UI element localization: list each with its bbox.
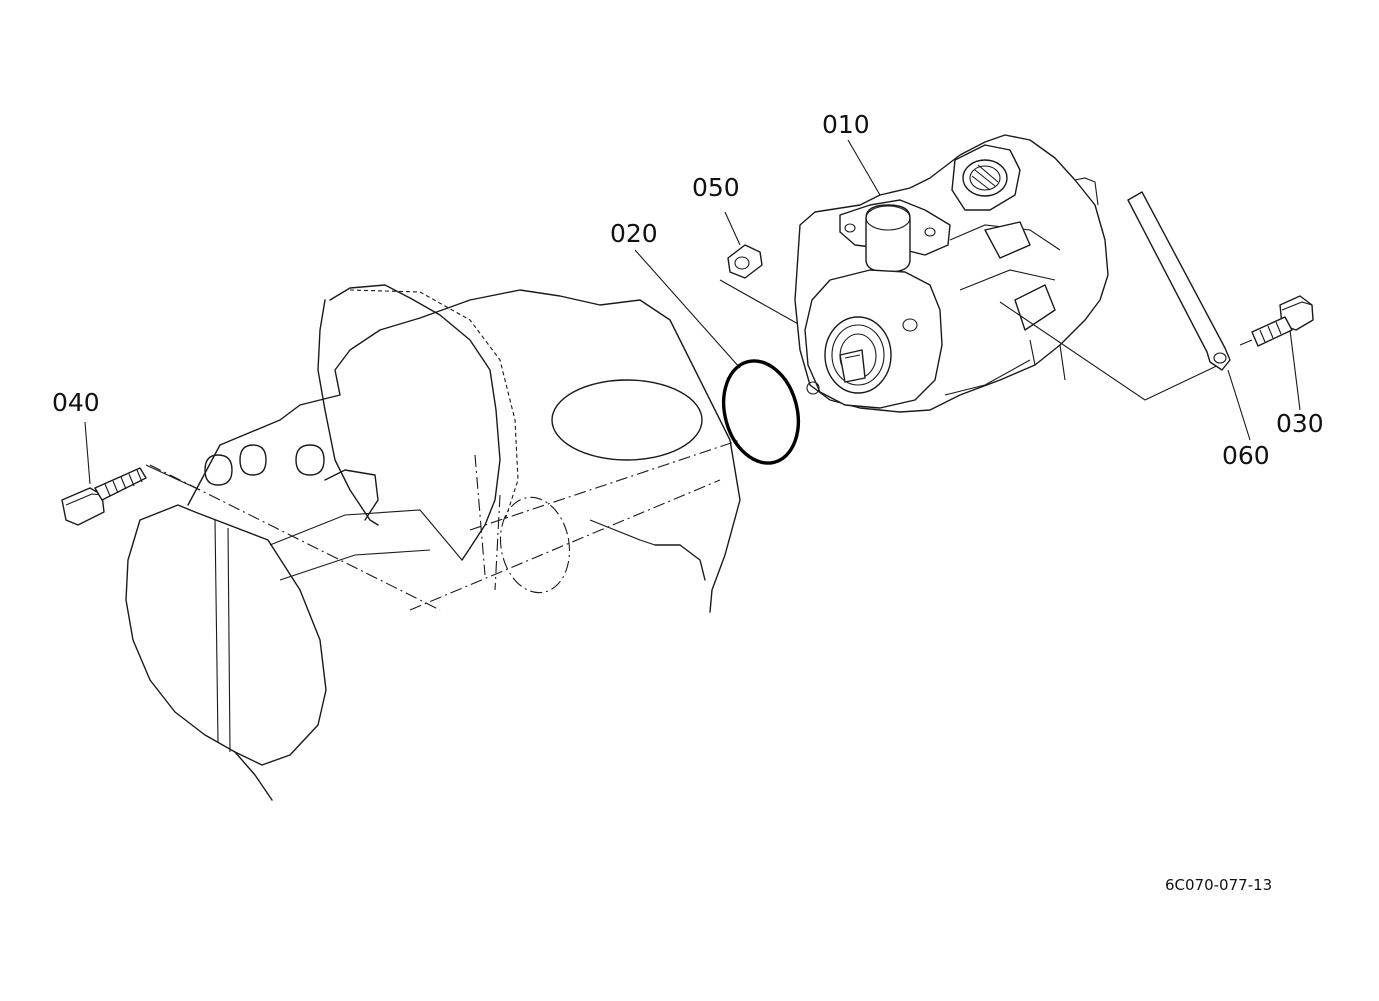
- strap-060: [1127, 191, 1231, 371]
- bolt-030: [1239, 295, 1314, 347]
- transmission-housing: [125, 284, 741, 801]
- bolt-040: [61, 464, 201, 526]
- callout-040: 040: [52, 388, 100, 417]
- nut-050: [719, 244, 801, 326]
- callout-010: 010: [822, 110, 870, 139]
- hydraulic-pump-010: [794, 134, 1109, 413]
- callout-060: 060: [1222, 441, 1270, 470]
- callout-030: 030: [1276, 409, 1324, 438]
- callout-leaders: [84, 139, 1301, 485]
- callout-050: 050: [692, 173, 740, 202]
- callout-020: 020: [610, 219, 658, 248]
- pump-leader-line: [999, 301, 1226, 401]
- o-ring-020: [722, 359, 800, 465]
- drawing-code: 6C070-077-13: [1165, 876, 1272, 894]
